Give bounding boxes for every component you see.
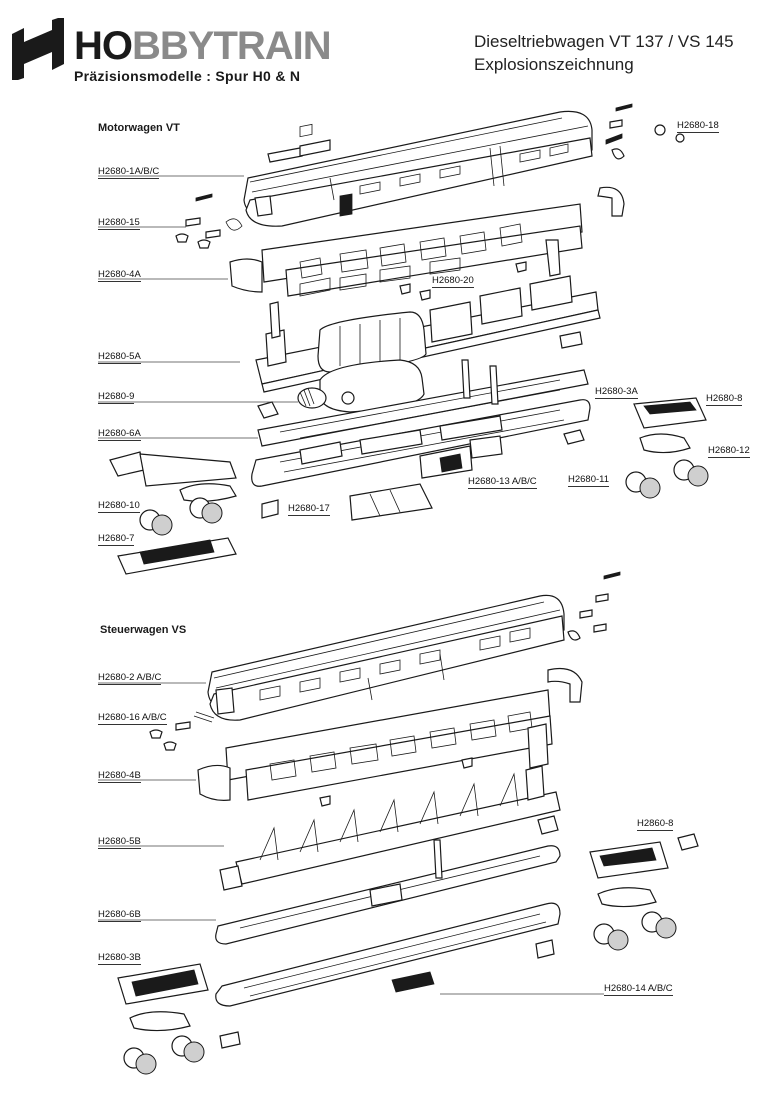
hobbytrain-logo: HOBBYTRAIN Präzisionsmodelle : Spur H0 &… bbox=[10, 18, 332, 88]
part-14 bbox=[391, 971, 435, 993]
label-h2680-16: H2680-16 A/B/C bbox=[98, 712, 167, 725]
bogie-left-steuer bbox=[117, 963, 241, 1075]
label-h2680-6b: H2680-6B bbox=[98, 909, 141, 922]
parts-13 bbox=[349, 435, 503, 521]
screws-left-steuer bbox=[149, 711, 215, 751]
label-h2680-10: H2680-10 bbox=[98, 500, 140, 513]
label-h2680-5b: H2680-5B bbox=[98, 836, 141, 849]
label-h2680-17: H2680-17 bbox=[288, 503, 330, 516]
chassis-5b bbox=[219, 765, 561, 891]
bogie-left-motor bbox=[109, 451, 279, 575]
body-shell-motor bbox=[243, 110, 593, 227]
label-h2680-14: H2680-14 A/B/C bbox=[604, 983, 673, 996]
body-shell-steuer bbox=[207, 594, 565, 721]
frame-6b bbox=[215, 839, 561, 945]
wheels-11 bbox=[625, 459, 709, 499]
part-12 bbox=[563, 429, 585, 445]
label-h2860-8: H2860-8 bbox=[637, 818, 674, 831]
label-h2680-1: H2680-1A/B/C bbox=[98, 166, 160, 179]
screws-top-right bbox=[605, 103, 685, 160]
screws-top-right-steuer bbox=[567, 571, 621, 641]
label-h2680-8: H2680-8 bbox=[706, 393, 743, 406]
window-insert-steuer bbox=[197, 689, 553, 801]
bogie-8 bbox=[633, 397, 707, 454]
screws-h2680-20 bbox=[399, 239, 561, 301]
label-h2680-5a: H2680-5A bbox=[98, 351, 141, 364]
label-h2680-13: H2680-13 A/B/C bbox=[468, 476, 537, 489]
leader-lines bbox=[98, 175, 604, 995]
bogie-2860-8 bbox=[589, 833, 699, 951]
frame-3b bbox=[215, 902, 561, 1007]
label-h2680-12: H2680-12 bbox=[708, 445, 750, 458]
label-h2680-18: H2680-18 bbox=[677, 120, 719, 133]
label-h2680-6a: H2680-6A bbox=[98, 428, 141, 441]
front-mask-right-motor bbox=[597, 186, 625, 217]
label-h2680-4b: H2680-4B bbox=[98, 770, 141, 783]
title-line-2: Explosionszeichnung bbox=[474, 55, 634, 74]
logo-h-mark-icon bbox=[12, 18, 64, 80]
label-h2680-3b: H2680-3B bbox=[98, 952, 141, 965]
motor-9 bbox=[297, 359, 425, 413]
document-title: Dieseltriebwagen VT 137 / VS 145 Explosi… bbox=[474, 30, 734, 76]
brand-name: HOBBYTRAIN bbox=[74, 24, 332, 68]
label-h2680-7: H2680-7 bbox=[98, 533, 135, 546]
screw-mid-steuer bbox=[461, 757, 473, 769]
label-h2680-20: H2680-20 bbox=[432, 275, 474, 288]
title-line-1: Dieseltriebwagen VT 137 / VS 145 bbox=[474, 32, 734, 51]
screw-5b bbox=[319, 795, 331, 807]
label-h2680-4a: H2680-4A bbox=[98, 269, 141, 282]
brand-tagline: Präzisionsmodelle : Spur H0 & N bbox=[74, 68, 301, 84]
frame-3a bbox=[257, 359, 589, 447]
screws-left-motor bbox=[175, 193, 243, 249]
label-h2680-9: H2680-9 bbox=[98, 391, 135, 404]
label-h2680-3a: H2680-3A bbox=[595, 386, 638, 399]
label-h2680-2: H2680-2 A/B/C bbox=[98, 672, 162, 685]
label-h2680-11: H2680-11 bbox=[568, 474, 610, 487]
section-steuerwagen: Steuerwagen VS bbox=[100, 624, 187, 636]
front-mask-right-steuer bbox=[547, 667, 583, 703]
section-motorwagen: Motorwagen VT bbox=[98, 122, 180, 134]
window-insert-motor bbox=[229, 203, 583, 297]
frame-6a bbox=[251, 399, 591, 487]
label-h2680-15: H2680-15 bbox=[98, 217, 140, 230]
